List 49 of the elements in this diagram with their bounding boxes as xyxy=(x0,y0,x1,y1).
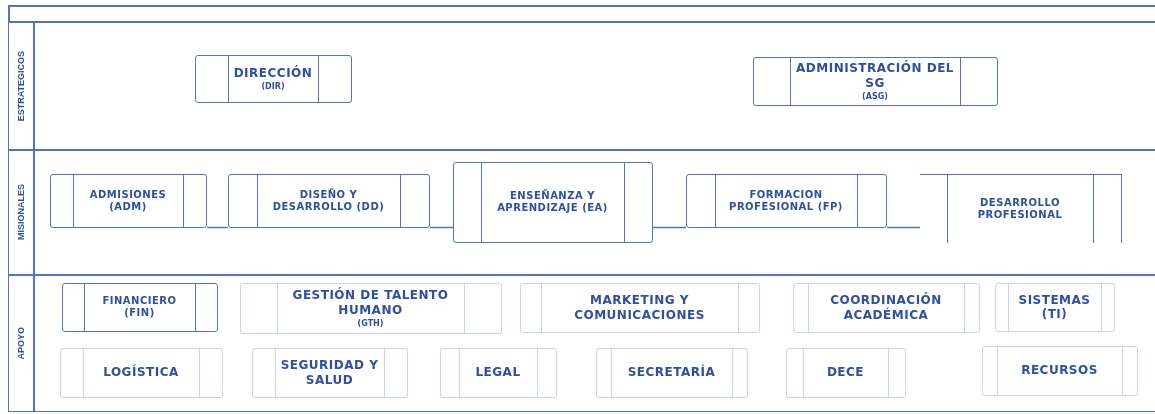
process-box xyxy=(994,282,1115,332)
process-box xyxy=(919,173,1122,243)
lane-label: MISIONALES xyxy=(16,184,26,241)
process-label: ADMINISTRACIÓN DEL SG xyxy=(795,61,955,90)
process-label: DISEÑO Y DESARROLLO (DD) xyxy=(271,188,386,213)
process-box xyxy=(61,282,218,332)
process-box xyxy=(519,282,760,333)
process-label: RECURSOS xyxy=(1021,363,1098,378)
process-label: LEGAL xyxy=(475,365,521,380)
swimlane-band xyxy=(8,275,1155,412)
connector-line xyxy=(206,226,229,229)
process-box xyxy=(981,345,1138,396)
process-box xyxy=(685,173,887,228)
connector-line xyxy=(886,226,921,229)
process-label: SECRETARÍA xyxy=(627,365,716,380)
process-box xyxy=(785,347,906,398)
process-label: SEGURIDAD Y SALUD xyxy=(279,358,380,387)
process-code: (ASG) xyxy=(862,91,888,101)
process-label: COORDINACIÓN ACADÉMICA xyxy=(829,293,943,322)
process-label: DESARROLLO PROFESIONAL xyxy=(976,196,1064,221)
process-box xyxy=(49,173,207,228)
process-label: DECE xyxy=(826,365,865,380)
connector-line xyxy=(652,226,687,229)
process-label: MARKETING Y COMUNICACIONES xyxy=(573,293,706,322)
connector-line xyxy=(429,226,454,229)
process-box xyxy=(439,347,557,398)
swimlane-band xyxy=(8,22,1155,150)
process-box xyxy=(194,54,352,103)
swimlane-band xyxy=(8,150,1155,275)
process-label: SISTEMAS (TI) xyxy=(1017,292,1092,322)
process-label: DIRECCIÓN xyxy=(233,65,313,81)
process-box xyxy=(452,161,653,243)
process-box xyxy=(239,282,502,334)
lane-label: APOYO xyxy=(16,327,26,360)
process-code: (GTH) xyxy=(357,318,384,328)
process-box xyxy=(251,347,408,398)
process-box xyxy=(227,173,430,228)
process-box xyxy=(595,347,748,398)
process-label: GESTIÓN DE TALENTO HUMANO xyxy=(291,288,450,317)
process-label: LOGÍSTICA xyxy=(103,365,179,380)
process-label: FORMACION PROFESIONAL (FP) xyxy=(728,188,844,213)
lane-label: ESTRATEGICOS xyxy=(16,50,26,122)
process-label: ENSEÑANZA Y APRENDIZAJE (EA) xyxy=(496,190,609,214)
process-box xyxy=(59,347,223,398)
process-label: ADMISIONES (ADM) xyxy=(88,188,168,213)
process-box xyxy=(792,282,980,333)
process-code: (DIR) xyxy=(261,82,285,92)
process-label: FINANCIERO (FIN) xyxy=(101,295,178,319)
process-box xyxy=(752,56,998,106)
